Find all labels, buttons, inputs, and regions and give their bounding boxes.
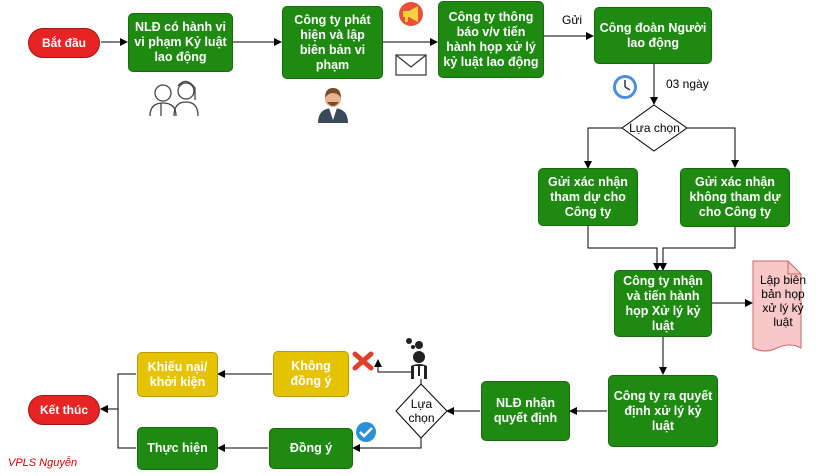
arrow-choice-to-agree [352,438,422,452]
end-node: Kết thúc [28,395,100,425]
confirm-attend-step: Gửi xác nhận tham dự cho Công ty [538,168,638,226]
arrow-notattend-to-meeting [659,227,736,271]
person-thinking-icon [406,338,427,379]
confirm-not-attend-step: Gửi xác nhận không tham dự cho Công ty [680,168,790,227]
three-days-label: 03 ngày [666,77,709,91]
document-fold [787,261,801,275]
clock-icon [613,75,637,99]
connectors [100,32,753,452]
send-label: Gửi [562,13,583,27]
choice-top-label: Lựa chọn [629,121,680,135]
company-detect-step: Công ty phát hiện và lập biên bản vi phạ… [282,6,383,79]
author-credit: VPLS Nguyễn [8,457,78,469]
arrow-execute-to-end [100,405,136,449]
company-notify-step: Công ty thông báo v/v tiến hành họp xử l… [438,1,544,78]
document-shape [752,260,802,352]
envelope-icon [395,54,427,76]
megaphone-icon [399,2,423,26]
complaint-step: Khiếu nại/ khởi kiện [137,352,218,397]
man-avatar-icon [314,87,352,123]
execute-step: Thực hiện [137,427,218,470]
company-decision-step: Công ty ra quyết định xử lý kỷ luật [608,375,718,447]
disagree-step: Không đồng ý [273,351,349,397]
arrow-choice-to-notattend [687,127,739,168]
arrow-attend-to-meeting [587,226,661,271]
arrow-complaint-to-end [100,373,136,413]
union-worker-step: Công đoàn Người lao động [594,7,712,64]
worker-receive-step: NLĐ nhận quyết định [481,381,570,441]
minutes-doc-label: Lập biên bản họp xử lý kỷ luật [759,273,807,329]
choice-bottom-label: Lựa chọn [408,397,435,425]
company-meeting-step: Công ty nhận và tiến hành họp Xử lý kỷ l… [614,270,712,337]
start-node: Bắt đầu [28,28,100,58]
blue-check-icon [356,422,376,442]
agree-step: Đồng ý [269,428,353,469]
violation-step: NLĐ có hành vi vi phạm Kỷ luật lao động [128,13,233,72]
decision-diamond-top [621,104,688,152]
red-x-icon [352,351,374,371]
decision-diamond-bottom [395,383,448,439]
two-people-icon [149,80,199,117]
arrow-choice-to-attend [584,127,622,169]
